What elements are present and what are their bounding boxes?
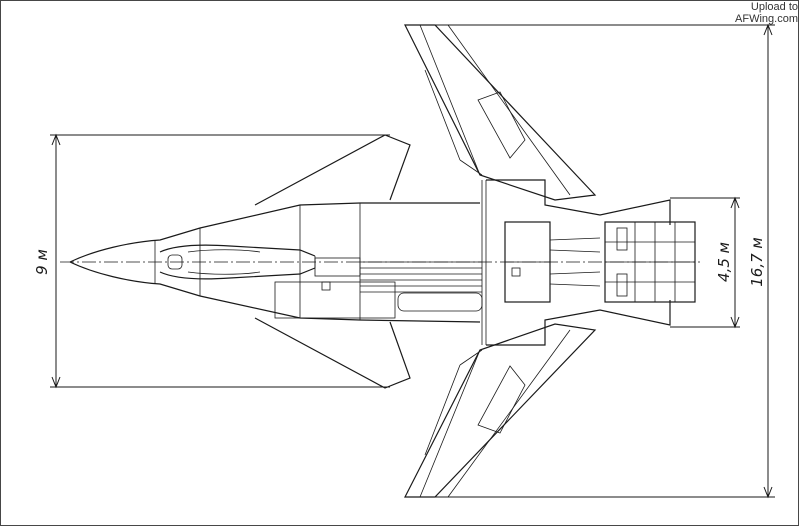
canard-upper — [254, 134, 411, 206]
wing-upper — [404, 24, 597, 201]
dim-height — [670, 196, 740, 329]
dim-length — [405, 23, 775, 499]
dim-span — [50, 133, 390, 389]
aft-fuselage — [486, 179, 696, 346]
watermark-upload-text: Upload to — [750, 1, 798, 13]
wing-lower — [404, 323, 597, 498]
fuselage — [69, 180, 487, 345]
height-label: 4,5 м — [715, 242, 733, 282]
span-label: 9 м — [33, 249, 51, 275]
watermark-site-text: AFWing.com — [735, 13, 798, 25]
length-label: 16,7 м — [748, 237, 766, 286]
canard-lower — [254, 317, 411, 389]
